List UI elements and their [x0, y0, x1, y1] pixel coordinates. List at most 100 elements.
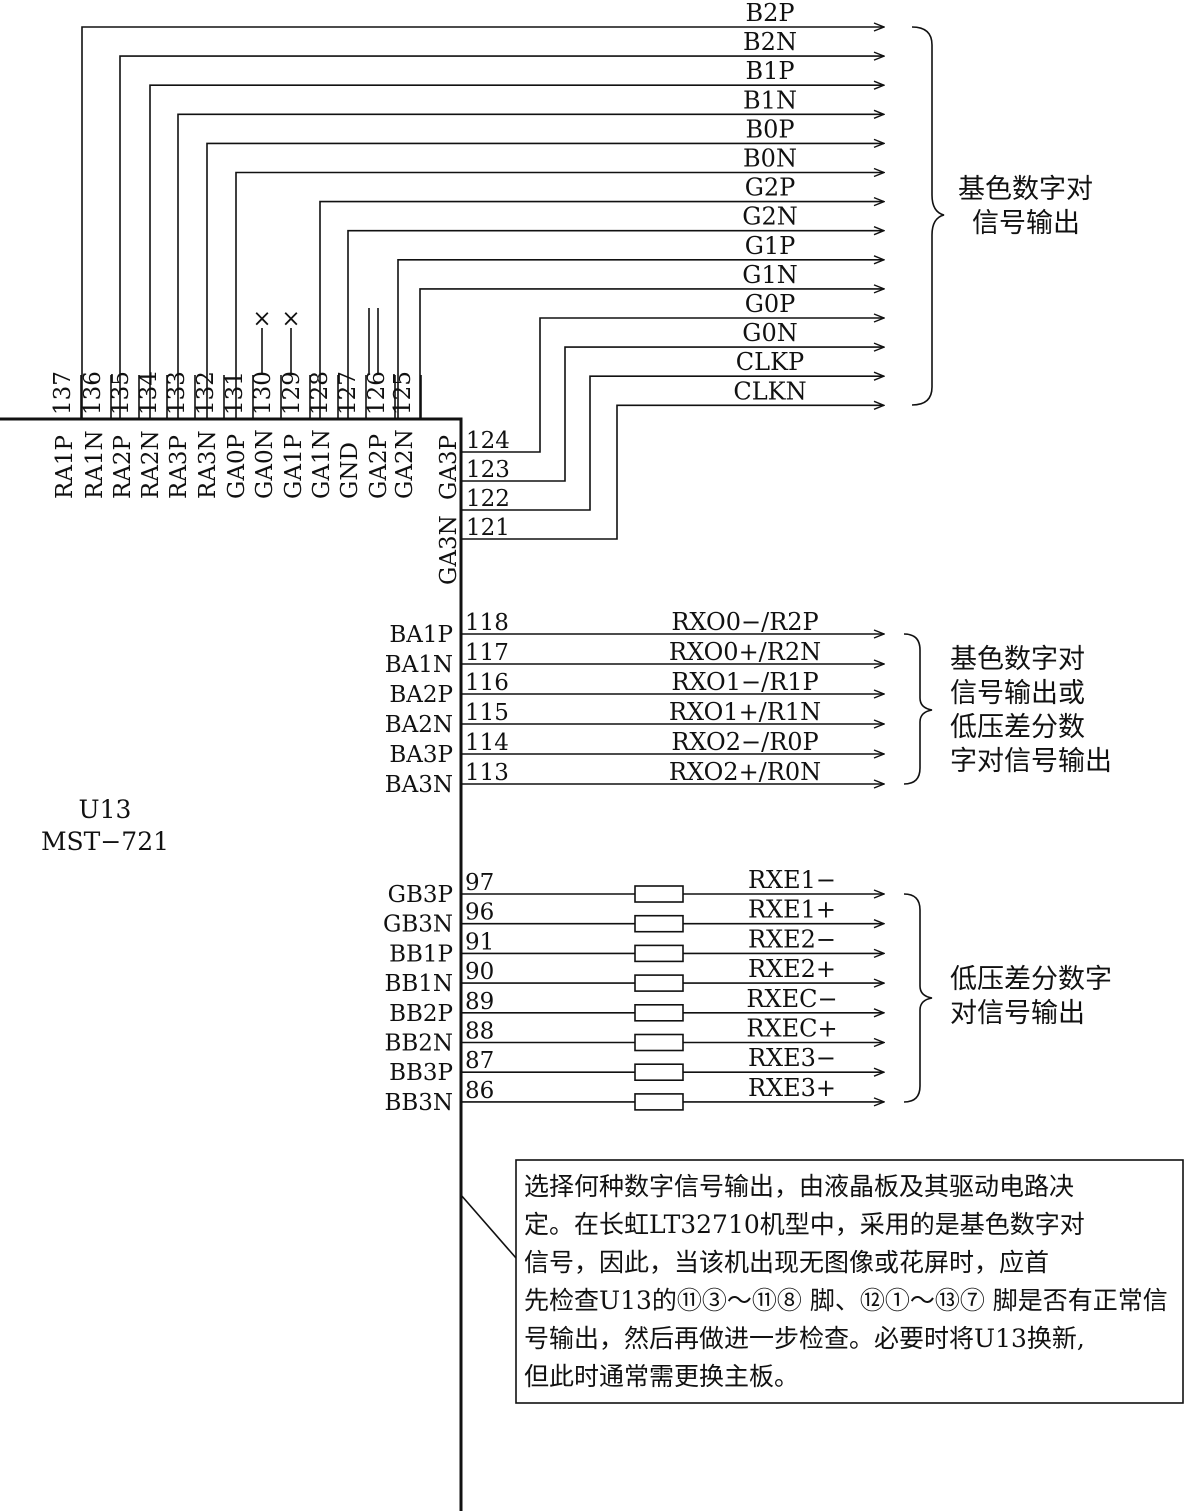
output-wire-g2n: [347, 231, 884, 419]
nc-mark-0: ×: [252, 306, 271, 332]
pin-number-118: 118: [465, 610, 509, 636]
rxe-signal-91: RXE2−: [748, 925, 836, 953]
pin-number-113: 113: [465, 760, 509, 786]
rxe-resistor-91: [634, 944, 684, 963]
pin-name-ra3p: RA3P: [166, 435, 192, 499]
output-label-b1n: B1N: [743, 86, 797, 114]
chip-outline: [0, 417, 463, 1511]
rxe-output-group: 97GB3PRXE1−96GB3NRXE1+91BB1PRXE2−90BB1NR…: [383, 866, 884, 1116]
chip-model: MST−721: [41, 827, 169, 856]
rxo-signal-114: RXO2−/R0P: [671, 728, 818, 756]
pin-name-ga2n: GA2N: [392, 429, 418, 499]
pin-name-gb3p: GB3P: [388, 882, 453, 908]
rxo-signal-118: RXO0−/R2P: [671, 608, 818, 636]
rxe-resistor-87: [634, 1063, 684, 1081]
rxo-group-label-line2: 信号输出或: [950, 678, 1085, 709]
output-wire-b1p: [149, 85, 884, 419]
pin-name-ba2p: BA2P: [389, 682, 453, 708]
pin-number-117: 117: [465, 640, 509, 666]
output-wire-clkn: [461, 405, 884, 540]
pin-number-135: 135: [108, 371, 134, 415]
rxe-resistor-97: [634, 885, 684, 903]
pin-name-ga0n: GA0N: [252, 429, 278, 499]
pin-name-ga3p: GA3P: [436, 435, 462, 500]
note-line-4: 先检查U13的⑪③～⑪⑧ 脚、⑫①～⑬⑦ 脚是否有正常信: [524, 1286, 1168, 1315]
rxe-signal-89: RXEC−: [746, 985, 837, 1013]
output-wire-g0n: [461, 347, 884, 482]
pin-number-122: 122: [466, 486, 510, 512]
note-box: [515, 1159, 1184, 1404]
note-line-6: 但此时通常需更换主板。: [524, 1362, 799, 1391]
output-wire-b0n: [235, 173, 884, 419]
note-line-5: 号输出，然后再做进一步检查。必要时将U13换新,: [524, 1324, 1085, 1353]
pin-name-ga2p: GA2P: [366, 434, 392, 499]
pin-name-ba1n: BA1N: [385, 652, 453, 678]
pin-name-ra2p: RA2P: [110, 435, 136, 499]
pin-number-116: 116: [465, 670, 509, 696]
pin-number-88: 88: [465, 1019, 494, 1045]
pin-name-ga0p: GA0P: [224, 434, 250, 499]
pin-number-124: 124: [466, 428, 510, 454]
rxo-group-label-line1: 基色数字对: [950, 644, 1085, 675]
brace-rxe: [903, 893, 933, 1103]
pin-name-bb1p: BB1P: [389, 941, 453, 967]
output-label-b2n: B2N: [743, 28, 797, 56]
brace-rxo: [903, 633, 933, 785]
output-wire-g1p: [397, 260, 884, 419]
rxe-group-label-line1: 低压差分数字: [950, 964, 1112, 995]
top-pins: 137RA1P136RA1N135RA2P134RA2N133RA3P132RA…: [50, 306, 422, 499]
output-label-g1p: G1P: [745, 232, 796, 260]
output-wire-b2p: [81, 27, 884, 419]
output-label-b0n: B0N: [743, 145, 797, 173]
pin-number-96: 96: [465, 900, 494, 926]
output-label-g2n: G2N: [742, 203, 797, 231]
rxe-signal-87: RXE3−: [748, 1044, 836, 1072]
pin-number-91: 91: [465, 929, 494, 955]
pin-name-gb3n: GB3N: [383, 912, 453, 938]
output-wire-b1n: [177, 114, 884, 419]
note-line-1: 选择何种数字信号输出，由液晶板及其驱动电路决: [524, 1172, 1074, 1201]
rxe-signal-88: RXEC+: [746, 1015, 837, 1043]
pin-number-121: 121: [466, 515, 510, 541]
rxe-resistor-88: [634, 1033, 684, 1052]
pin-number-114: 114: [465, 730, 509, 756]
pin-name-ra1n: RA1N: [82, 430, 108, 499]
output-wire-g2p: [319, 202, 884, 419]
rxo-signal-117: RXO0+/R2N: [669, 638, 821, 666]
note-line-2: 定。在长虹LT32710机型中，采用的是基色数字对: [524, 1210, 1085, 1239]
gnd-symbol: [368, 308, 379, 375]
pin-name-ga1n: GA1N: [309, 429, 335, 499]
pin-name-bb2p: BB2P: [389, 1001, 453, 1027]
output-label-g1n: G1N: [742, 261, 797, 289]
output-label-clkp: CLKP: [736, 348, 804, 376]
pin-number-127: 127: [335, 371, 361, 415]
pin-number-136: 136: [80, 371, 106, 415]
output-wire-b2n: [119, 56, 884, 419]
rxo-group-label-line3: 低压差分数: [950, 712, 1085, 743]
pin-name-ra1p: RA1P: [52, 435, 78, 499]
note-line-3: 信号，因此，当该机出现无图像或花屏时，应首: [524, 1248, 1049, 1277]
pin-name-ra3n: RA3N: [195, 430, 221, 499]
output-wire-clkp: [461, 376, 884, 511]
output-label-clkn: CLKN: [733, 377, 806, 405]
pin-name-ga3n: GA3N: [436, 515, 462, 585]
pin-number-133: 133: [164, 371, 190, 415]
pin-name-ba2n: BA2N: [385, 712, 453, 738]
pin-number-131: 131: [222, 371, 248, 415]
pin-number-132: 132: [193, 371, 219, 415]
output-label-g2p: G2P: [745, 174, 796, 202]
rxe-resistor-96: [634, 914, 684, 933]
rxe-signal-90: RXE2+: [748, 955, 836, 983]
rxe-resistor-89: [634, 1003, 684, 1022]
pin-number-125: 125: [390, 371, 416, 415]
top-group-label-line2: 信号输出: [972, 208, 1080, 239]
rxe-group-label-line2: 对信号输出: [950, 998, 1085, 1029]
output-label-b0p: B0P: [745, 115, 794, 143]
pin-name-gnd: GND: [337, 442, 363, 499]
pin-name-ba3n: BA3N: [385, 772, 453, 798]
pin-number-97: 97: [465, 870, 494, 896]
pin-number-129: 129: [279, 371, 305, 415]
rxe-resistor-90: [634, 974, 684, 992]
